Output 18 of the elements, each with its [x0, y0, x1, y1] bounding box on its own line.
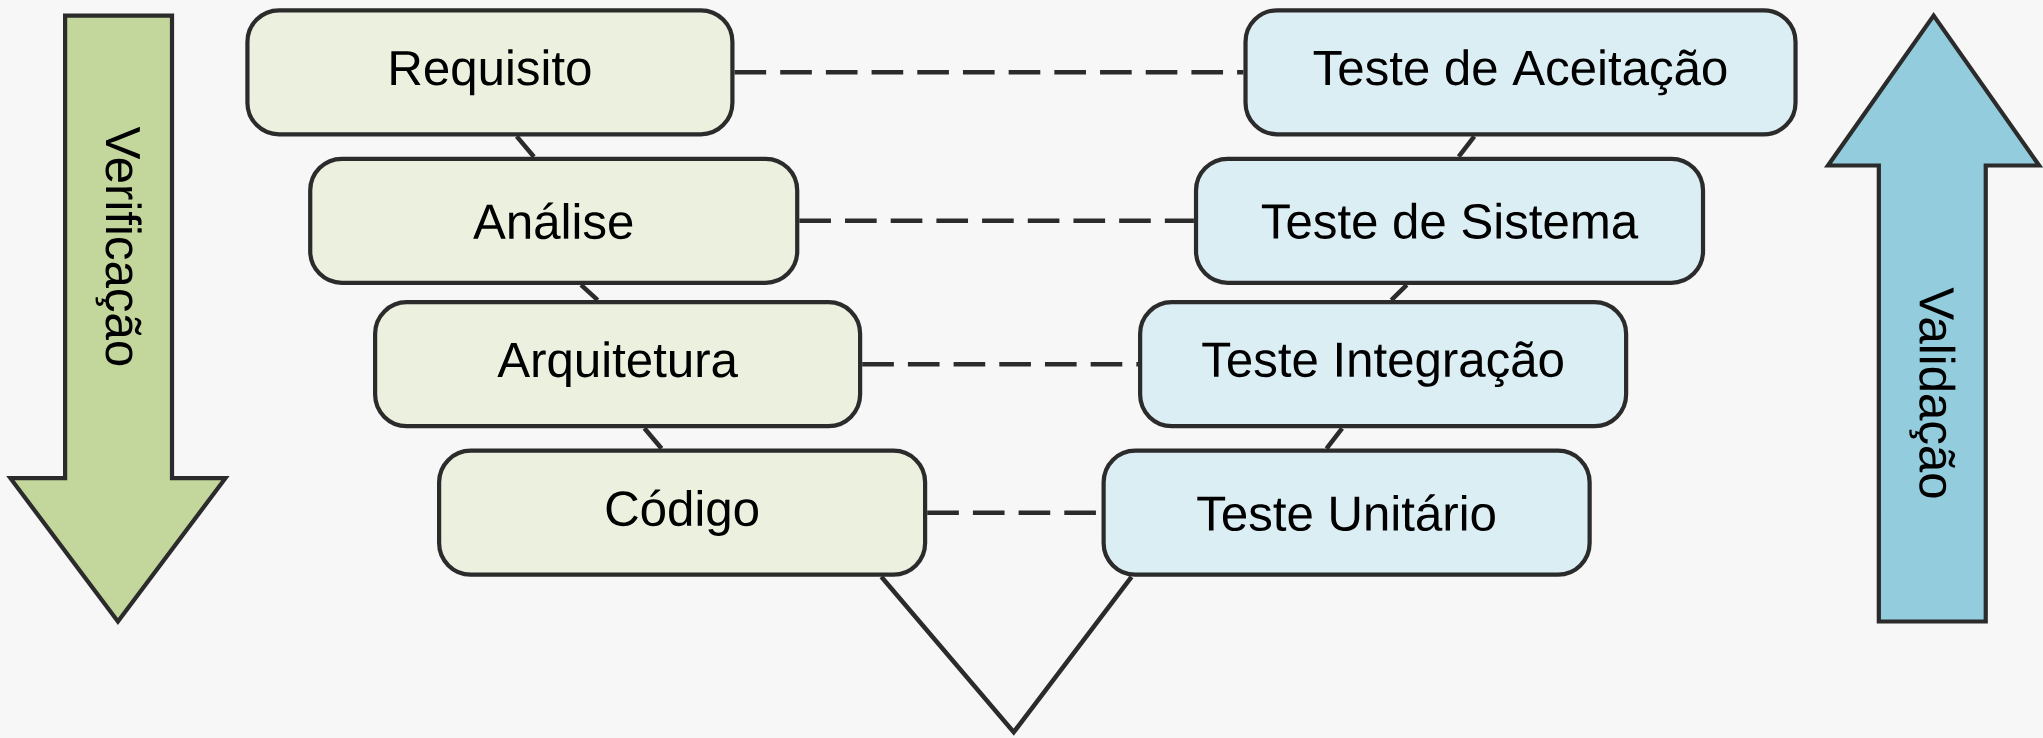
- process-box: Análise: [308, 156, 800, 285]
- v-line: [879, 575, 1134, 736]
- process-box: Requisito: [245, 8, 735, 137]
- process-box: Código: [437, 448, 928, 577]
- connector-line: [1456, 135, 1477, 159]
- connector-line: [579, 283, 600, 302]
- dashed-line: [734, 70, 1244, 75]
- connector-line: [1389, 283, 1409, 302]
- process-box: Arquitetura: [373, 300, 863, 429]
- connector-line: [1324, 426, 1344, 450]
- process-box: Teste de Aceitação: [1243, 8, 1798, 137]
- dashed-line: [862, 361, 1138, 367]
- connector-line: [642, 426, 664, 451]
- process-box: Teste Unitário: [1101, 448, 1592, 577]
- process-box: Teste Integração: [1138, 300, 1629, 429]
- process-box: Teste de Sistema: [1193, 156, 1706, 285]
- connector-line: [514, 134, 536, 159]
- dashed-line: [799, 218, 1194, 224]
